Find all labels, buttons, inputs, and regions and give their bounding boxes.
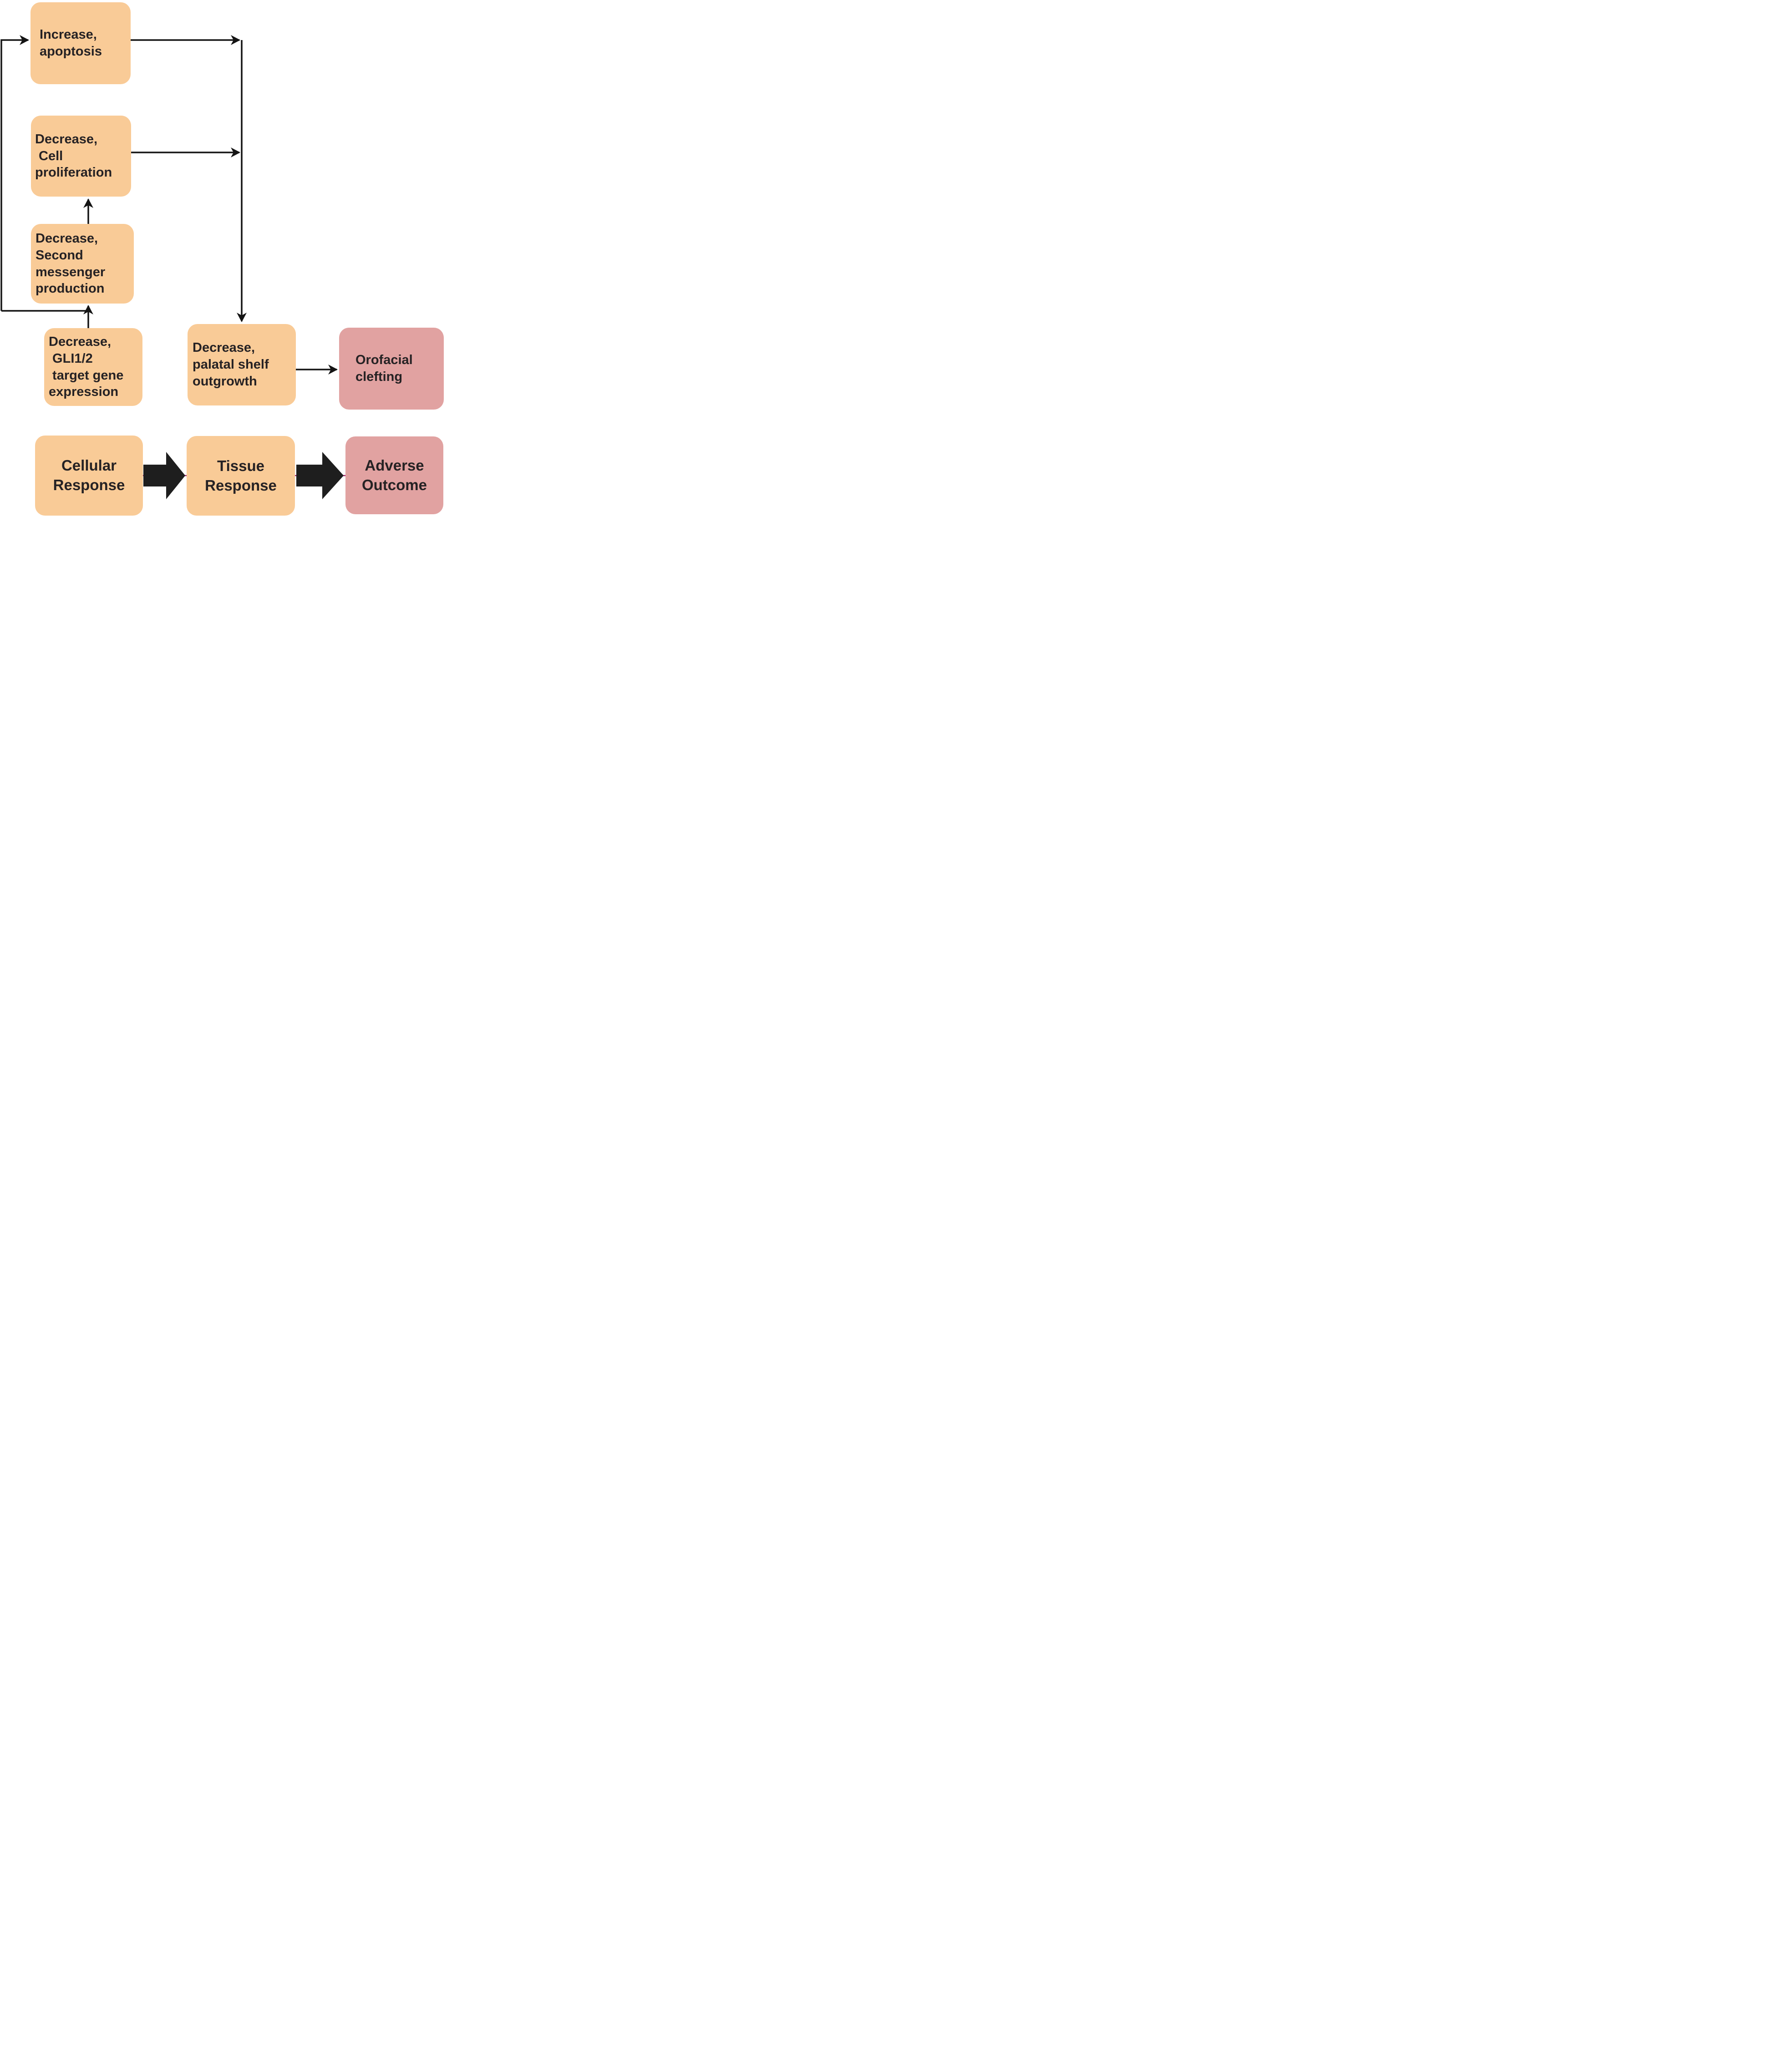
node-second-messenger: Decrease, Second messenger production [31, 224, 134, 304]
node-increase-apoptosis-label: Increase, apoptosis [40, 27, 102, 59]
node-cellular-response: Cellular Response [35, 436, 143, 516]
node-adverse-outcome-label: Adverse Outcome [361, 456, 427, 493]
node-increase-apoptosis: Increase, apoptosis [30, 2, 131, 84]
node-adverse-outcome: Adverse Outcome [345, 436, 443, 514]
node-second-messenger-label: Decrease, Second messenger production [36, 231, 106, 296]
block-arrow-tissue-to-adverse [296, 452, 344, 499]
node-cell-proliferation-label: Decrease, Cell proliferation [35, 132, 112, 180]
node-gli-target-gene: Decrease, GLI1/2 target gene expression [44, 328, 142, 406]
node-tissue-response: Tissue Response [187, 436, 295, 516]
node-gli-target-gene-label: Decrease, GLI1/2 target gene expression [49, 334, 124, 400]
node-palatal-shelf: Decrease, palatal shelf outgrowth [188, 324, 296, 405]
aop-flowchart: Increase, apoptosis Decrease, Cell proli… [0, 0, 448, 517]
node-orofacial-clefting: Orofacial clefting [339, 328, 444, 410]
node-cellular-response-label: Cellular Response [53, 457, 125, 493]
block-arrow-cellular-to-tissue [143, 452, 185, 499]
edge-left-loop-to-apoptosis [0, 35, 29, 311]
node-orofacial-clefting-label: Orofacial clefting [355, 353, 413, 384]
node-tissue-response-label: Tissue Response [205, 457, 277, 494]
connector-layer [0, 35, 346, 499]
node-palatal-shelf-label: Decrease, palatal shelf outgrowth [193, 340, 269, 389]
node-cell-proliferation: Decrease, Cell proliferation [31, 116, 131, 197]
